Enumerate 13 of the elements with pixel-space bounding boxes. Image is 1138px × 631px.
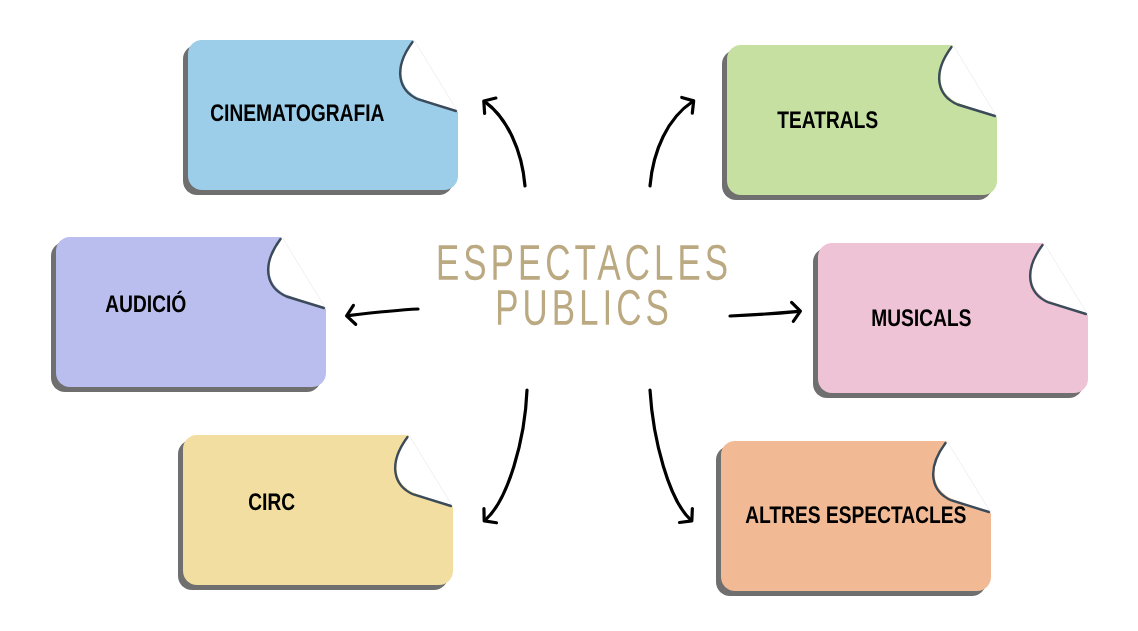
central-heading: ESPECTACLES PUBLICS	[438, 244, 727, 326]
curved-arrow	[648, 388, 694, 525]
note-card: MUSICALS	[813, 242, 1089, 398]
note-card: CIRC	[178, 434, 454, 590]
note-card: ALTRES ESPECTACLES	[716, 440, 992, 596]
curved-arrow	[648, 95, 696, 188]
curved-arrow	[482, 96, 527, 188]
note-card: AUDICIÓ	[51, 236, 327, 392]
curved-arrow	[482, 388, 529, 525]
note-card: CINEMATOGRAFIA	[183, 39, 459, 195]
curved-arrow	[728, 300, 802, 323]
curved-arrow	[345, 303, 420, 326]
note-card: TEATRALS	[722, 44, 998, 200]
